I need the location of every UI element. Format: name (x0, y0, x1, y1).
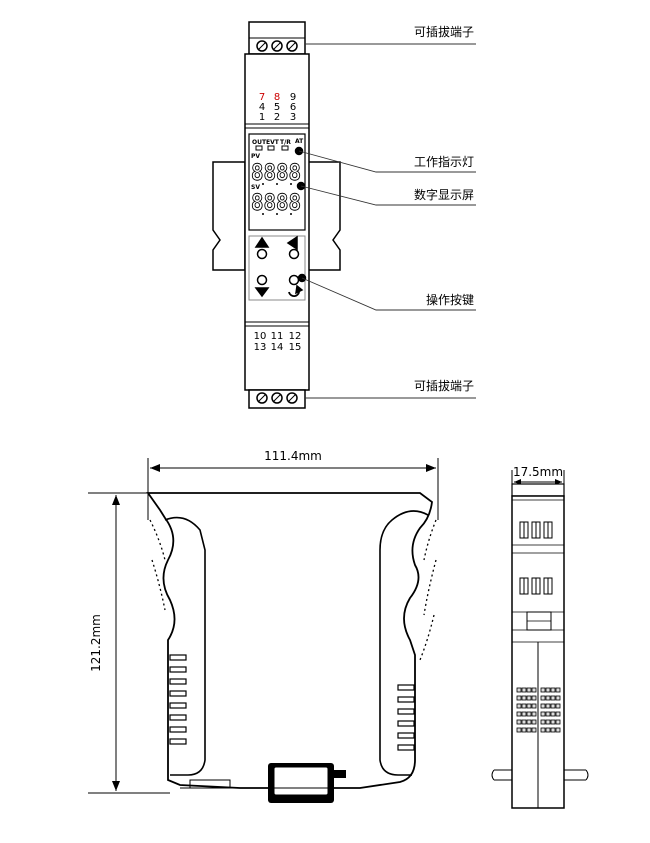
height-dimension: 121.2mm (89, 614, 103, 672)
terminal-13: 13 (254, 342, 267, 353)
screw-icon (286, 40, 298, 52)
screw-icon (286, 392, 298, 404)
front-view (212, 21, 341, 409)
terminal-9: 9 (290, 92, 296, 103)
depth-view (491, 470, 589, 809)
callout-lines (298, 43, 476, 399)
housing (244, 53, 310, 391)
indicator-tr: T/R (280, 139, 291, 146)
callout-digital-display: 数字显示屏 (414, 187, 474, 202)
terminal-15: 15 (289, 342, 302, 353)
terminal-3: 3 (290, 112, 296, 123)
terminal-12: 12 (289, 331, 302, 342)
terminal-11: 11 (271, 331, 284, 342)
shift-button[interactable] (288, 248, 300, 260)
indicator-at: AT (295, 138, 304, 145)
terminal-10: 10 (254, 331, 267, 342)
callout-bottom-terminal: 可插拔端子 (414, 378, 474, 393)
sv-label: SV (251, 184, 260, 191)
pv-digits: 8888 (251, 161, 301, 186)
indicator-evt: EVT (266, 139, 280, 146)
indicator-labels: OUT EVT T/R AT PV SV (251, 138, 304, 191)
depth-dimension: 17.5mm (513, 465, 563, 479)
left-arrow-icon (286, 235, 298, 251)
terminal-7: 7 (259, 92, 265, 103)
indicator-out: OUT (252, 139, 267, 146)
down-button[interactable] (256, 274, 268, 286)
callout-labels: 可插拔端子 工作指示灯 数字显示屏 操作按键 可插拔端子 (414, 24, 474, 393)
terminal-6: 6 (290, 102, 296, 113)
terminal-2: 2 (274, 112, 280, 123)
screw-icon (271, 40, 283, 52)
terminal-5: 5 (274, 102, 280, 113)
up-arrow-icon (254, 236, 270, 248)
screw-icon (256, 392, 268, 404)
width-dimension: 111.4mm (264, 449, 322, 463)
terminal-4: 4 (259, 102, 265, 113)
up-button[interactable] (256, 248, 268, 260)
terminal-14: 14 (271, 342, 284, 353)
callout-top-terminal: 可插拔端子 (414, 24, 474, 39)
screw-icon (256, 40, 268, 52)
sv-digits: 8888 (251, 191, 301, 216)
side-view (88, 458, 439, 803)
terminal-labels: 7 8 9 4 5 6 1 2 3 10 11 12 13 14 15 (254, 92, 302, 353)
display-window (248, 133, 306, 231)
button-panel (248, 235, 306, 301)
din-rail-right (307, 161, 341, 271)
terminal-1: 1 (259, 112, 265, 123)
callout-indicator-light: 工作指示灯 (414, 154, 474, 169)
terminal-8: 8 (274, 92, 280, 103)
din-rail-left (212, 161, 246, 271)
down-arrow-icon (254, 287, 270, 298)
dimension-labels: 111.4mm 121.2mm 17.5mm (89, 449, 563, 672)
pv-label: PV (251, 153, 260, 160)
callout-buttons: 操作按键 (426, 292, 474, 307)
screw-icon (271, 392, 283, 404)
